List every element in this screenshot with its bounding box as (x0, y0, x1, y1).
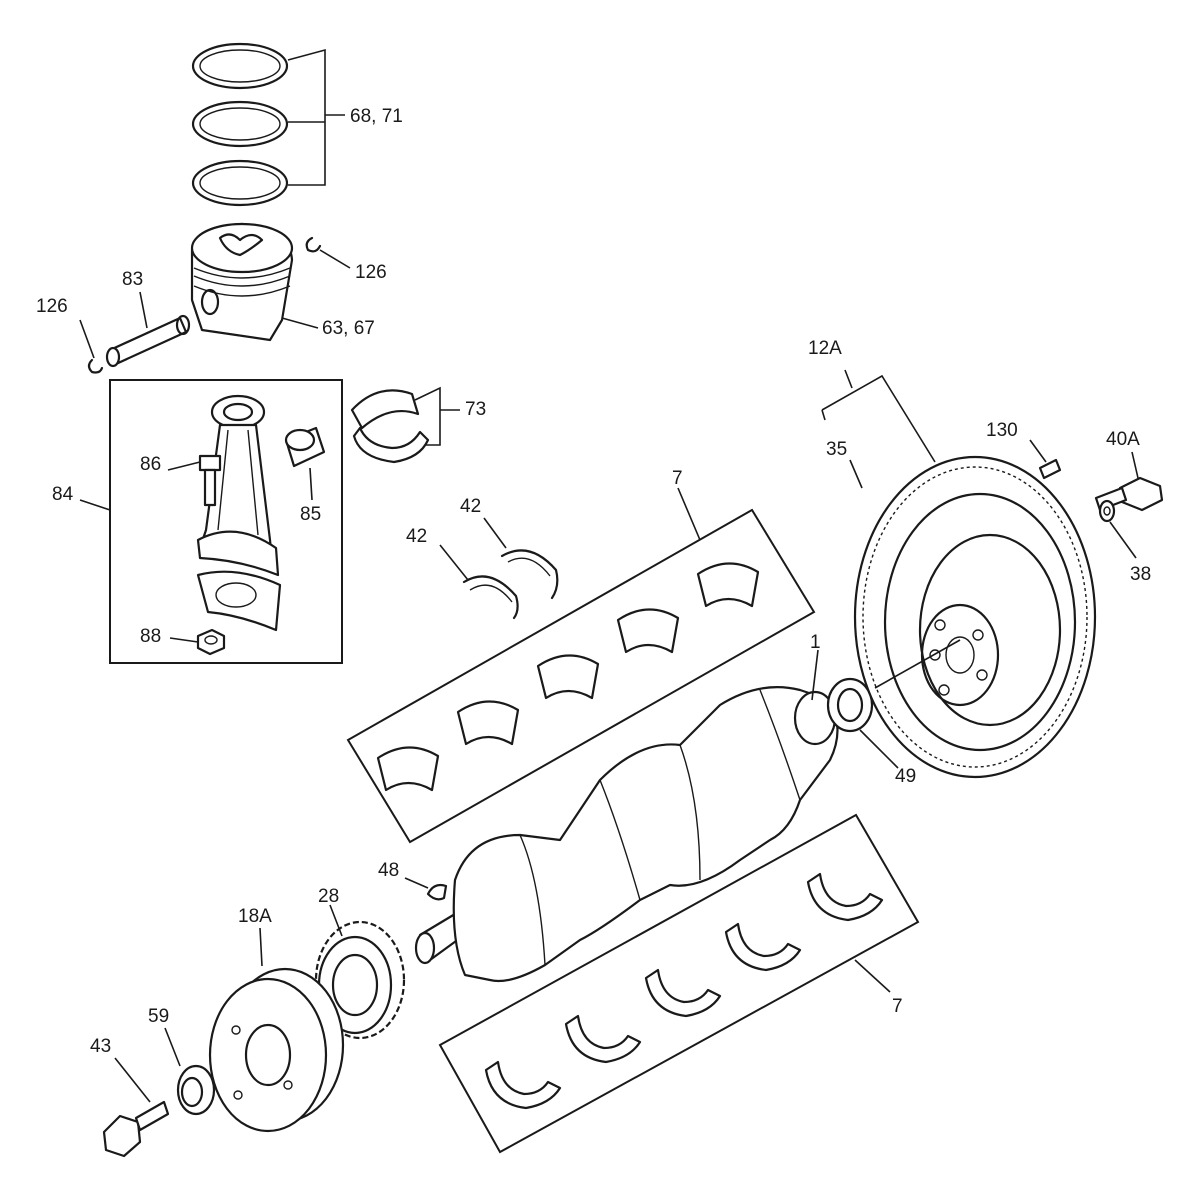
upper-bearings-box (346, 508, 816, 844)
crankshaft-gear (314, 920, 406, 1040)
clip-right-leader (319, 249, 351, 269)
washer-leader (1109, 521, 1137, 559)
lower-bearings-box (438, 813, 920, 1154)
label-washer: 38 (1130, 564, 1151, 585)
rod-nut-leader (169, 637, 199, 643)
label-rod-bearing: 73 (465, 399, 486, 420)
woodruff-key (426, 883, 448, 901)
lower-bearings-leader (854, 959, 891, 993)
label-pulley-bolt: 43 (90, 1036, 111, 1057)
pulley-bolt-leader (114, 1057, 151, 1103)
fly-bolt-leader (1131, 451, 1139, 479)
thrust-washer-b (500, 549, 559, 600)
piston-leader (281, 317, 319, 329)
label-flywheel-assy: 12A (808, 338, 842, 359)
spacer-leader (164, 1027, 181, 1067)
upper-bearings-leader (677, 487, 701, 541)
label-dowel: 130 (986, 420, 1018, 441)
label-thrust-b: 42 (460, 496, 481, 517)
flywheel-centerline (874, 639, 961, 689)
rod-assembly-box (109, 379, 343, 664)
rod-bolt-leader (167, 461, 201, 471)
gear-leader (329, 904, 343, 937)
pulley-bolt (102, 1100, 170, 1158)
label-piston: 63, 67 (322, 318, 375, 339)
flywheel (853, 455, 1097, 779)
pilot-bearing (826, 677, 874, 733)
rod-bolt (198, 454, 222, 507)
flywheel-assy-leader (821, 369, 936, 463)
bushing-leader (309, 467, 313, 501)
piston (190, 222, 294, 342)
thrust-washer-a (462, 575, 519, 620)
piston-pin (105, 314, 191, 368)
crankshaft-pulley (208, 967, 345, 1133)
crankshaft (414, 686, 839, 983)
flat-washer (1098, 499, 1116, 523)
retaining-clip-right (305, 236, 322, 253)
label-thrust-a: 42 (406, 526, 427, 547)
rod-nut (196, 628, 226, 656)
ring-gear-leader (849, 459, 863, 489)
label-fly-bolt: 40A (1106, 429, 1140, 450)
label-key: 48 (378, 860, 399, 881)
connecting-rod (196, 394, 282, 632)
pilot-bearing-leader (859, 729, 899, 769)
label-main-bearing-lower: 7 (892, 996, 903, 1017)
key-leader (404, 877, 429, 889)
label-gear: 28 (318, 886, 339, 907)
rod-bearing-shells (350, 389, 430, 464)
label-pin: 83 (122, 269, 143, 290)
upper-bearing-shells (376, 562, 760, 792)
dowel-pin (1038, 458, 1062, 480)
small-end-bushing (284, 426, 326, 468)
label-clip-right: 126 (355, 262, 387, 283)
rings-leader (287, 48, 345, 186)
dowel-leader (1029, 439, 1047, 463)
pin-leader (139, 291, 148, 329)
retaining-clip-left (87, 358, 104, 374)
label-rod-nut: 88 (140, 626, 161, 647)
thrust-a-leader (439, 544, 469, 581)
label-pulley: 18A (238, 906, 272, 927)
label-rod-assembly: 84 (52, 484, 74, 505)
label-ring-gear: 35 (826, 439, 847, 460)
label-rings: 68, 71 (350, 106, 403, 127)
lower-bearing-shells (484, 872, 884, 1110)
crankshaft-leader (811, 649, 819, 701)
spacer-washer (176, 1064, 216, 1116)
label-crankshaft: 1 (810, 632, 821, 653)
rod-bearing-leader (414, 386, 460, 446)
label-clip-left: 126 (36, 296, 68, 317)
label-rod-bolt: 86 (140, 454, 161, 475)
label-bushing: 85 (300, 504, 321, 525)
thrust-b-leader (483, 517, 507, 549)
label-spacer: 59 (148, 1006, 169, 1027)
clip-left-leader (79, 319, 95, 359)
label-pilot-bearing: 49 (895, 766, 916, 787)
pulley-leader (259, 927, 263, 967)
piston-rings (191, 42, 289, 207)
label-main-bearing-upper: 7 (672, 468, 683, 489)
rod-assembly-leader (79, 499, 111, 511)
